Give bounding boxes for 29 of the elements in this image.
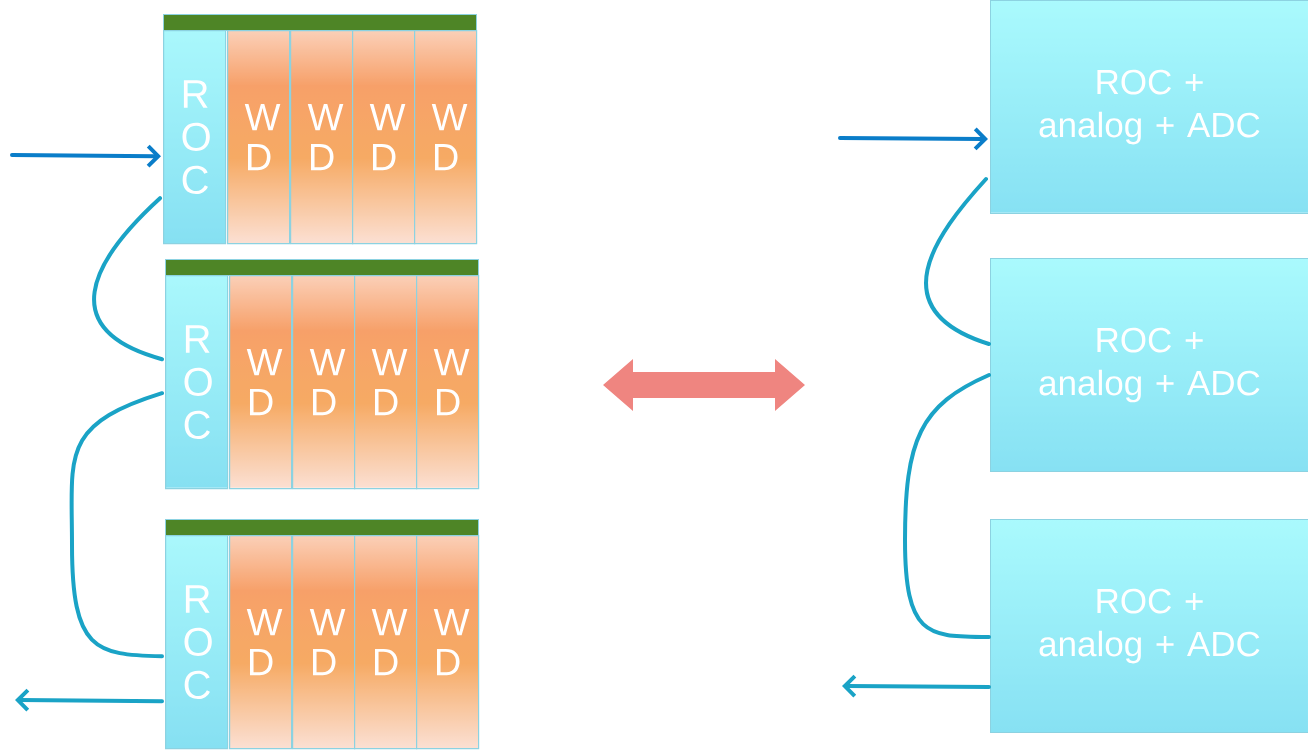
readout-chip-strip: R O C — [163, 30, 227, 245]
arrow — [842, 674, 991, 698]
connector-line — [924, 177, 991, 346]
detector-column: W D — [229, 275, 293, 490]
detector-column: W D — [354, 535, 418, 750]
arrow — [10, 144, 161, 168]
detector-column: W D — [416, 535, 480, 750]
detector-column: W D — [352, 30, 416, 245]
detector-column: W D — [416, 275, 480, 490]
detector-column: W D — [292, 275, 356, 490]
connector-line — [69, 391, 164, 659]
detector-column: W D — [290, 30, 354, 245]
detector-column: W D — [227, 30, 291, 245]
connector-line — [92, 196, 164, 362]
connector-line — [903, 373, 991, 639]
detector-column: W D — [354, 275, 418, 490]
module-bar — [165, 519, 479, 536]
detector-column: W D — [229, 535, 293, 750]
detector-column: W D — [414, 30, 478, 245]
module-bar — [163, 14, 477, 31]
readout-chip-strip: R O C — [165, 275, 229, 490]
arrow — [15, 688, 164, 712]
readout-box: ROC + analog + ADC — [990, 0, 1308, 214]
module-bar — [165, 259, 479, 276]
readout-box: ROC + analog + ADC — [990, 519, 1308, 733]
readout-chip-strip: R O C — [165, 535, 229, 750]
arrow — [838, 127, 988, 151]
detector-column: W D — [292, 535, 356, 750]
readout-box: ROC + analog + ADC — [990, 258, 1308, 472]
